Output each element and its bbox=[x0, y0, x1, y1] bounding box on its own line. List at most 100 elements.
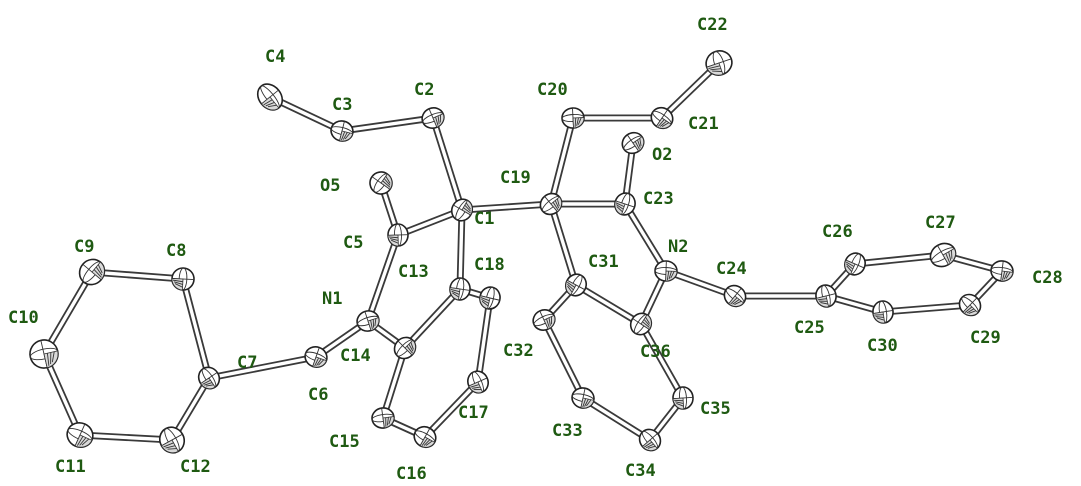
atom-n1 bbox=[356, 310, 380, 332]
atom-label-c3: C3 bbox=[332, 95, 352, 115]
bond-n2-c24 bbox=[662, 267, 739, 300]
atom-c34 bbox=[638, 428, 662, 452]
bond-c6-c7 bbox=[205, 353, 320, 382]
atom-c8 bbox=[171, 267, 195, 291]
atom-c29 bbox=[958, 293, 982, 317]
atom-c2 bbox=[421, 107, 445, 129]
atom-label-c35: C35 bbox=[700, 399, 731, 419]
bond-c33-c34 bbox=[579, 394, 654, 444]
atom-label-c12: C12 bbox=[180, 457, 211, 477]
atom-label-c23: C23 bbox=[643, 189, 674, 209]
atom-c25 bbox=[815, 284, 837, 308]
bond-c2-c1 bbox=[429, 114, 466, 214]
bond-c32-c33 bbox=[540, 316, 587, 402]
atom-c4 bbox=[256, 83, 284, 111]
atom-label-c5: C5 bbox=[343, 233, 363, 253]
atom-c14 bbox=[393, 336, 417, 360]
bond-c5-n1 bbox=[364, 231, 402, 325]
atom-label-c34: C34 bbox=[625, 461, 656, 481]
atom-label-n2: N2 bbox=[668, 237, 688, 257]
atom-c12 bbox=[158, 426, 186, 454]
atom-c13 bbox=[449, 277, 471, 301]
atom-c18 bbox=[479, 286, 501, 310]
atom-label-c18: C18 bbox=[474, 255, 505, 275]
atom-label-c15: C15 bbox=[329, 432, 360, 452]
atom-label-c29: C29 bbox=[970, 328, 1001, 348]
bond-c15-c14 bbox=[379, 344, 409, 422]
atom-label-c28: C28 bbox=[1032, 268, 1063, 288]
atom-label-c21: C21 bbox=[688, 114, 719, 134]
atom-label-c17: C17 bbox=[458, 403, 489, 423]
atom-label-c8: C8 bbox=[166, 241, 186, 261]
atom-label-c4: C4 bbox=[265, 47, 285, 67]
atom-label-c24: C24 bbox=[716, 259, 747, 279]
bond-c11-c12 bbox=[76, 431, 176, 444]
bond-c1-c5 bbox=[394, 206, 466, 239]
atom-c23 bbox=[614, 192, 636, 216]
atom-c27 bbox=[929, 242, 957, 268]
atom-label-c27: C27 bbox=[925, 213, 956, 233]
atom-c19 bbox=[539, 192, 563, 216]
atom-c3 bbox=[330, 120, 354, 142]
bond-c13-c14 bbox=[401, 285, 464, 352]
atom-label-c26: C26 bbox=[822, 222, 853, 242]
bond-c19-c20 bbox=[547, 114, 577, 208]
atom-c7 bbox=[197, 366, 221, 390]
bond-c8-c9 bbox=[88, 268, 187, 283]
bond-c7-c8 bbox=[179, 275, 213, 382]
bond-c3-c2 bbox=[338, 114, 437, 135]
atom-label-c6: C6 bbox=[308, 385, 328, 405]
atom-label-c1: C1 bbox=[474, 209, 494, 229]
bond-c23-n2 bbox=[621, 200, 670, 275]
atom-c6 bbox=[304, 346, 328, 368]
atom-c10 bbox=[29, 339, 59, 369]
atom-label-c20: C20 bbox=[537, 80, 568, 100]
atom-c35 bbox=[672, 386, 694, 410]
bond-c31-c36 bbox=[572, 281, 645, 328]
atom-c15 bbox=[371, 407, 395, 429]
atom-label-c7: C7 bbox=[237, 353, 257, 373]
atom-c22 bbox=[705, 50, 733, 76]
atom-label-n1: N1 bbox=[322, 289, 342, 309]
atom-c1 bbox=[450, 198, 474, 222]
atom-c30 bbox=[872, 300, 894, 324]
bond-c1-c19 bbox=[458, 200, 555, 214]
atom-label-c11: C11 bbox=[55, 457, 86, 477]
bond-c9-c10 bbox=[40, 268, 96, 358]
atom-c36 bbox=[629, 312, 653, 336]
atom-c17 bbox=[467, 370, 489, 394]
atom-c20 bbox=[561, 107, 585, 129]
atom-c21 bbox=[650, 106, 674, 130]
atom-c28 bbox=[990, 260, 1014, 282]
atom-label-c14: C14 bbox=[340, 346, 371, 366]
atom-label-c19: C19 bbox=[500, 168, 531, 188]
atom-c33 bbox=[571, 387, 595, 409]
atom-c11 bbox=[66, 422, 94, 448]
atom-c16 bbox=[413, 425, 437, 449]
atom-c24 bbox=[723, 284, 747, 308]
atom-label-c13: C13 bbox=[398, 262, 429, 282]
atom-label-c32: C32 bbox=[503, 341, 534, 361]
atom-label-o5: O5 bbox=[320, 176, 340, 196]
atom-c26 bbox=[844, 252, 866, 276]
atom-c31 bbox=[564, 273, 588, 297]
atom-c5 bbox=[387, 223, 409, 247]
atom-label-c30: C30 bbox=[867, 336, 898, 356]
atom-o5 bbox=[369, 171, 393, 195]
atom-n2 bbox=[654, 260, 678, 282]
atom-layer bbox=[29, 50, 1014, 454]
atom-label-o2: O2 bbox=[652, 145, 672, 165]
bond-c29-c30 bbox=[879, 301, 974, 316]
bond-c1-c13 bbox=[456, 206, 466, 293]
atom-label-c10: C10 bbox=[8, 308, 39, 328]
bond-c19-c31 bbox=[547, 200, 580, 289]
bond-layer bbox=[40, 59, 1006, 444]
atom-label-c22: C22 bbox=[697, 15, 728, 35]
atom-c9 bbox=[78, 258, 106, 286]
atom-c32 bbox=[532, 309, 556, 331]
atom-o2 bbox=[621, 131, 645, 155]
atom-label-c33: C33 bbox=[552, 421, 583, 441]
